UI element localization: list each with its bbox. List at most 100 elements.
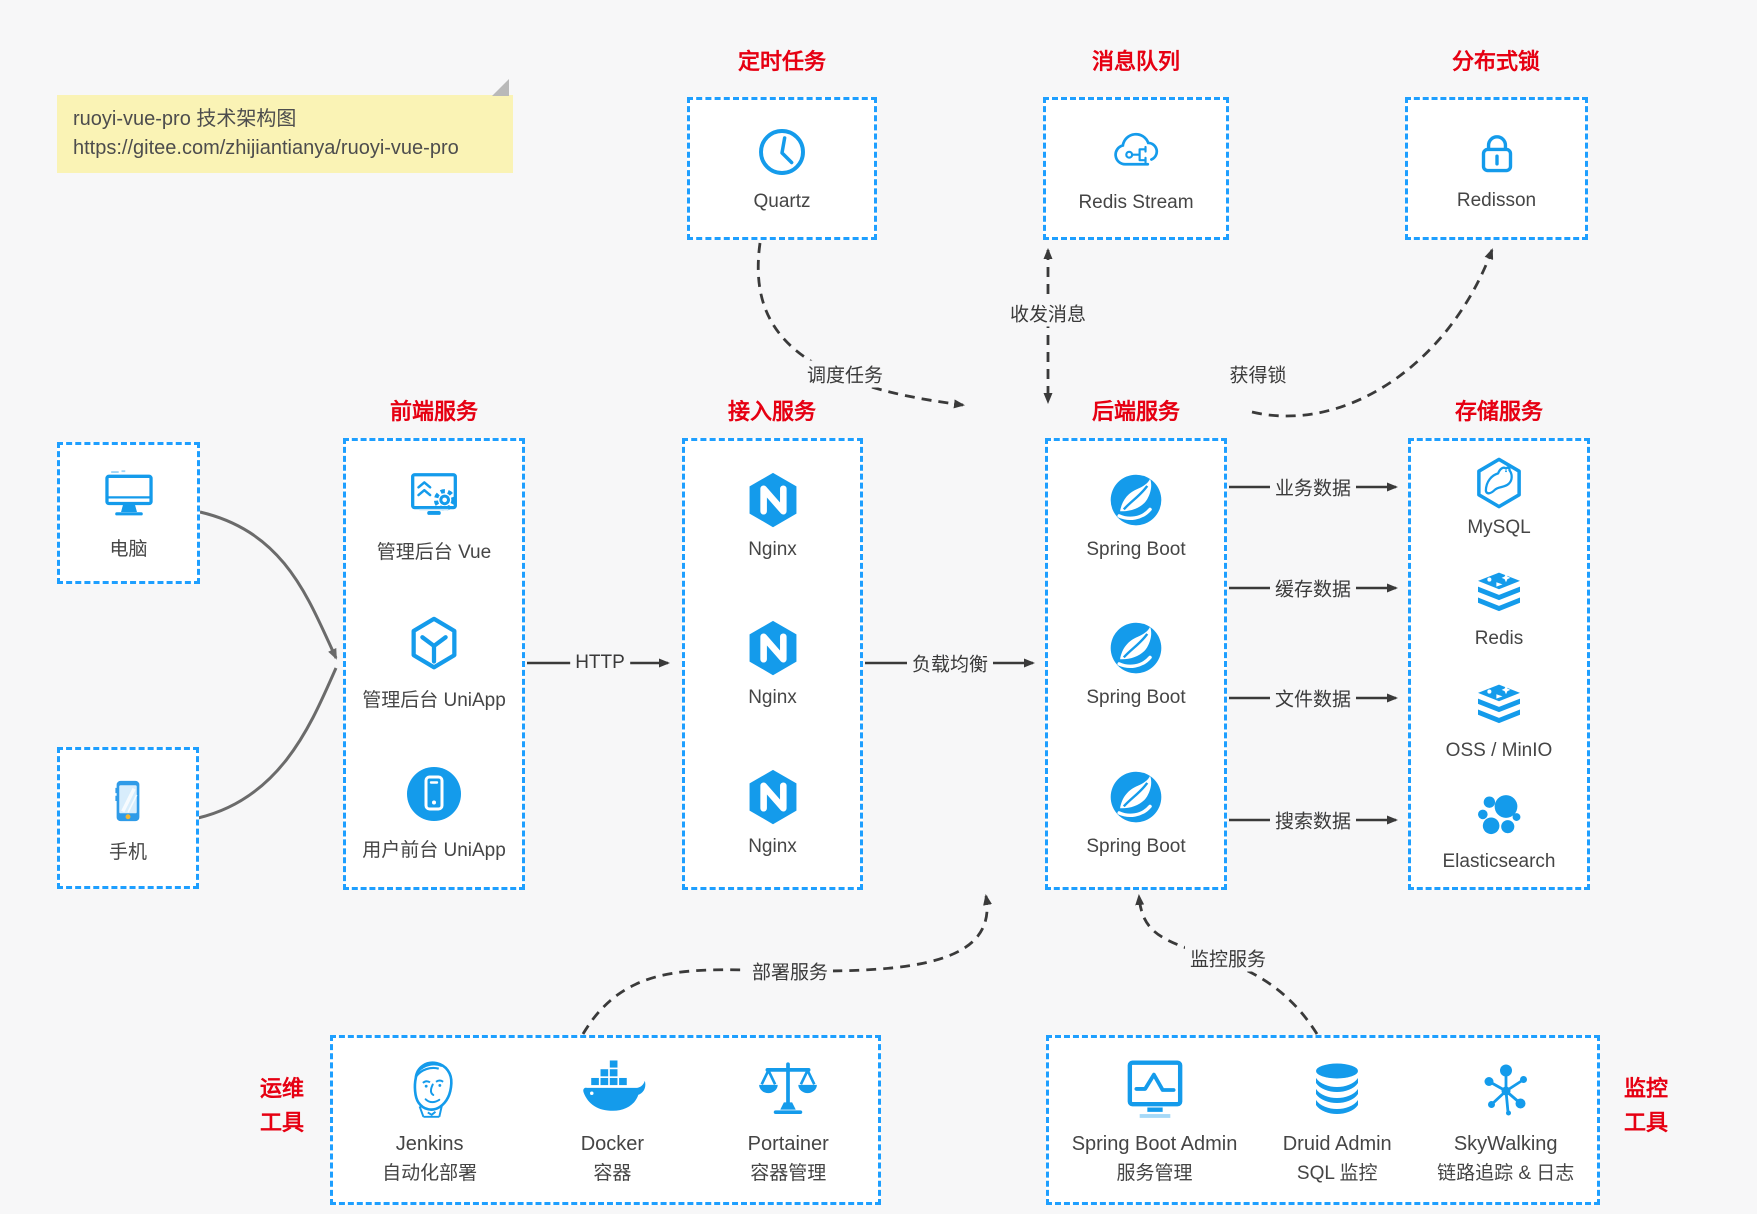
phone-label: 手机 (108, 841, 147, 863)
storage-item-label: Elasticsearch (1442, 851, 1556, 873)
backend-item-label: Spring Boot (1086, 687, 1186, 709)
gateway-item-nginx: Nginx (743, 470, 803, 561)
nginx-icon (743, 767, 803, 827)
ops-item-portainer: Portainer 容器管理 (748, 1055, 829, 1185)
node-backend: Spring Boot Spring Boot Spring Boot (1045, 438, 1227, 890)
docker-icon (575, 1055, 649, 1125)
node-redis-stream: Redis Stream (1043, 97, 1229, 240)
storage-item-label: Redis (1474, 628, 1524, 650)
pc-label: 电脑 (109, 538, 148, 560)
edge-label-business: 业务数据 (1269, 473, 1357, 501)
ops-item-desc: 自动化部署 (382, 1163, 478, 1184)
ops-item-name: Portainer (747, 1133, 829, 1155)
ops-item-name: Docker (580, 1133, 645, 1155)
storage-item-redis: Redis (1471, 566, 1527, 650)
ops-item-desc: 容器 (593, 1163, 632, 1184)
ops-item-docker: Docker 容器 (575, 1055, 649, 1185)
frontend-item-label: 管理后台 UniApp (362, 690, 506, 711)
title-monitor-tools: 监控 工具 (1623, 1076, 1668, 1135)
frontend-item-label: 用户前台 UniApp (362, 840, 506, 861)
ops-item-jenkins: Jenkins 自动化部署 (382, 1055, 477, 1185)
edge-pc-frontend (199, 510, 338, 660)
edge-label-deploy: 部署服务 (746, 957, 834, 985)
monitor-item-desc: 服务管理 (1116, 1163, 1193, 1184)
node-pc: 电脑 (57, 442, 200, 584)
note-url: https://gitee.com/zhijiantianya/ruoyi-vu… (73, 137, 459, 159)
edge-label-schedule: 调度任务 (801, 360, 889, 388)
lock-icon (1470, 125, 1524, 179)
monitor-item-skywalking: SkyWalking 链路追踪 & 日志 (1437, 1055, 1574, 1185)
frontend-item-user-uniapp: 用户前台 UniApp (362, 762, 506, 862)
frontend-item-label: 管理后台 Vue (376, 542, 492, 563)
uniapp-cube-icon (403, 614, 465, 676)
mysql-icon (1471, 455, 1527, 511)
monitor-item-name: Druid Admin (1282, 1133, 1392, 1155)
note-title: ruoyi-vue-pro 技术架构图 (73, 108, 297, 130)
title-gateway-services: 接入服务 (727, 399, 817, 424)
storage-item-mysql: MySQL (1467, 455, 1531, 539)
edge-monitoring-arrow (1135, 894, 1319, 1035)
title-storage-services: 存储服务 (1454, 399, 1544, 424)
spring-boot-admin-icon (1119, 1055, 1191, 1125)
monitor-item-desc: SQL 监控 (1296, 1163, 1378, 1184)
title-frontend-services: 前端服务 (389, 399, 479, 424)
edge-label-file: 文件数据 (1269, 684, 1357, 712)
backend-item-springboot: Spring Boot (1086, 767, 1186, 858)
portainer-icon (755, 1055, 821, 1125)
frontend-item-admin-uniapp: 管理后台 UniApp (362, 614, 506, 712)
nginx-icon (743, 470, 803, 530)
storage-item-elasticsearch: Elasticsearch (1443, 789, 1556, 873)
skywalking-icon (1474, 1055, 1538, 1125)
spring-boot-icon (1106, 470, 1166, 530)
spring-boot-icon (1106, 767, 1166, 827)
desktop-icon (99, 466, 159, 526)
gateway-item-label: Nginx (748, 687, 797, 709)
monitor-item-druid: Druid Admin SQL 监控 (1283, 1055, 1392, 1185)
gateway-item-label: Nginx (748, 836, 797, 858)
edge-deploy-arrow (581, 894, 992, 1035)
backend-item-springboot: Spring Boot (1086, 470, 1186, 561)
edge-label-monitoring: 监控服务 (1184, 944, 1272, 972)
ops-item-desc: 容器管理 (750, 1163, 827, 1184)
title-message-queue: 消息队列 (1091, 49, 1181, 74)
ops-item-name: Jenkins (395, 1133, 464, 1155)
node-gateway: Nginx Nginx Nginx (682, 438, 863, 890)
title-backend-services: 后端服务 (1091, 399, 1181, 424)
node-monitor-tools: Spring Boot Admin 服务管理 Druid Admin SQL 监… (1046, 1035, 1600, 1205)
spring-boot-icon (1106, 618, 1166, 678)
monitor-item-name: SkyWalking (1453, 1133, 1558, 1155)
backend-item-label: Spring Boot (1086, 836, 1186, 858)
redis-icon (1471, 566, 1527, 622)
node-quartz: Quartz (687, 97, 877, 240)
frontend-item-admin-vue: 管理后台 Vue (377, 466, 491, 564)
redisson-label: Redisson (1456, 190, 1537, 211)
node-phone: 手机 (57, 747, 199, 889)
smartphone-icon (100, 773, 156, 829)
monitor-item-name: Spring Boot Admin (1071, 1133, 1238, 1155)
edge-label-http: HTTP (570, 652, 630, 674)
druid-icon (1305, 1055, 1369, 1125)
node-redisson: Redisson (1405, 97, 1588, 240)
backend-item-springboot: Spring Boot (1086, 618, 1186, 709)
clock-icon (754, 124, 810, 180)
edge-label-cache: 缓存数据 (1269, 574, 1357, 602)
elasticsearch-icon (1471, 789, 1527, 845)
storage-item-oss-minio: OSS / MinIO (1446, 678, 1552, 762)
storage-item-label: MySQL (1467, 516, 1531, 538)
redis-stream-label: Redis Stream (1078, 192, 1194, 213)
gateway-item-nginx: Nginx (743, 767, 803, 858)
title-ops-tools: 运维 工具 (259, 1076, 304, 1135)
gateway-item-nginx: Nginx (743, 618, 803, 709)
note-fold-corner (492, 79, 509, 96)
jenkins-icon (395, 1055, 465, 1125)
backend-item-label: Spring Boot (1086, 538, 1186, 560)
node-frontend: 管理后台 Vue 管理后台 UniApp 用户前台 UniApp (343, 438, 525, 890)
sticky-note: ruoyi-vue-pro 技术架构图 https://gitee.com/zh… (57, 79, 513, 173)
edge-label-loadbalance: 负载均衡 (906, 649, 994, 677)
node-ops-tools: Jenkins 自动化部署 Docker 容器 Portainer 容器管理 (330, 1035, 881, 1205)
title-scheduled-tasks: 定时任务 (737, 49, 827, 74)
title-distributed-lock: 分布式锁 (1451, 49, 1541, 74)
edge-phone-frontend (197, 667, 338, 820)
edge-lock-arrow (1251, 248, 1494, 418)
